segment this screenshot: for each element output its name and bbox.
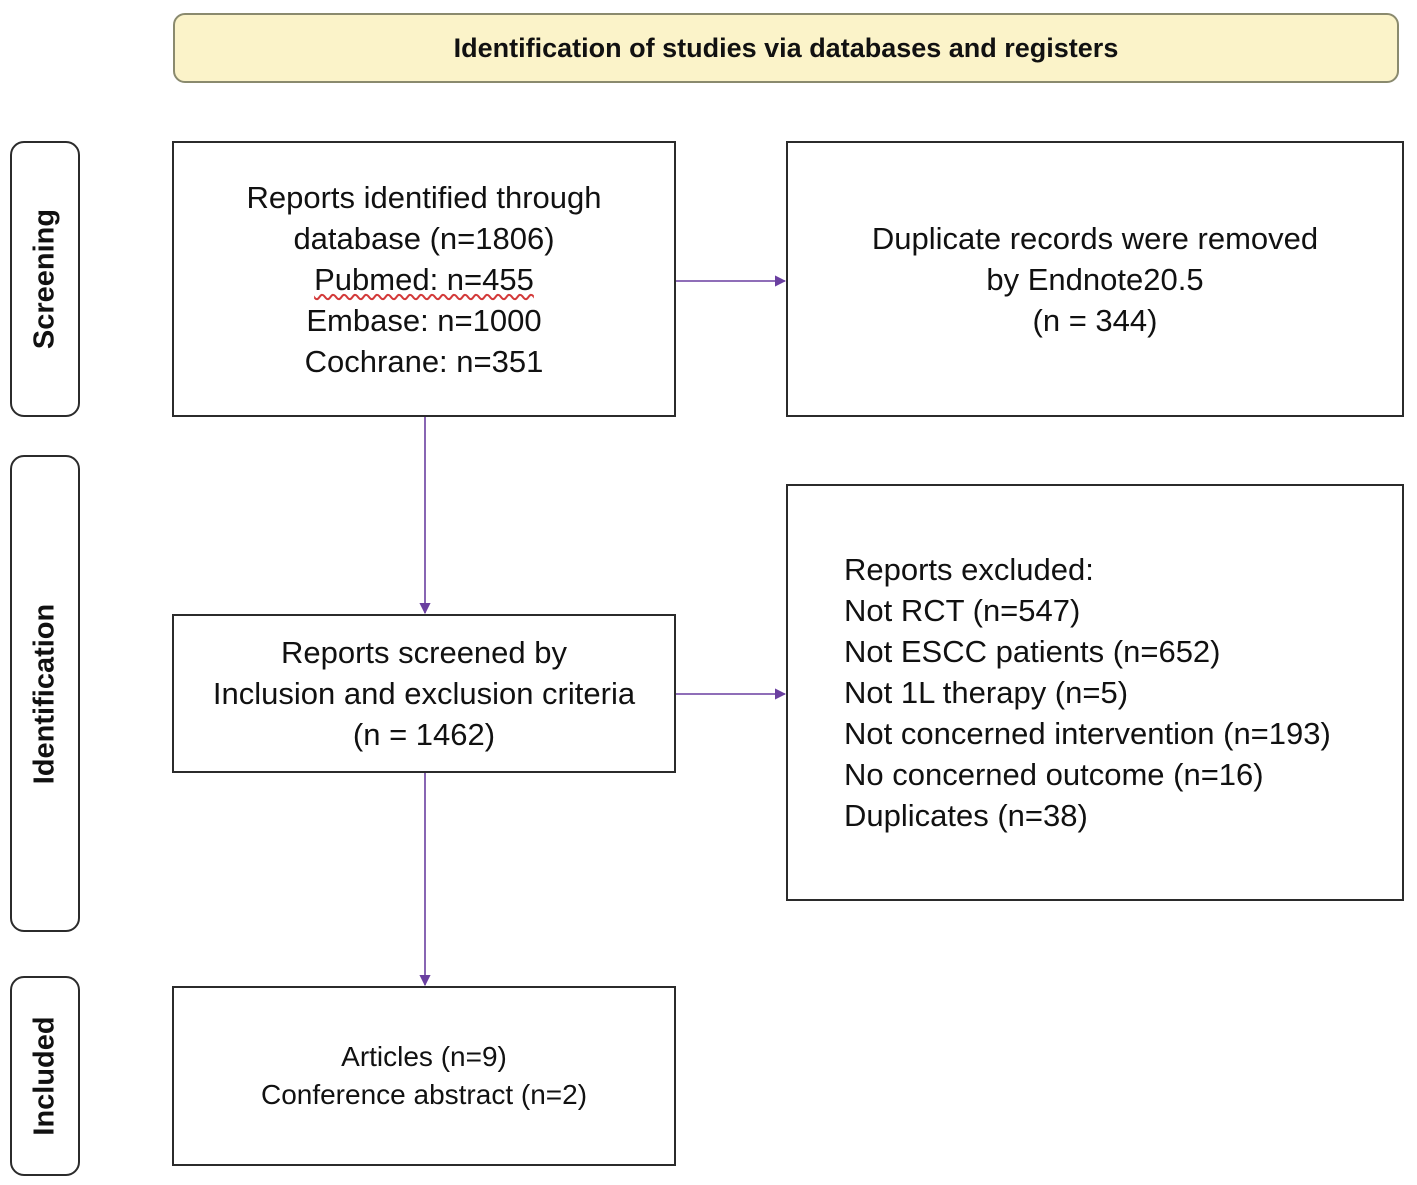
box-line: Conference abstract (n=2) xyxy=(260,1079,588,1110)
box-line: (n = 344) xyxy=(1032,302,1158,338)
box-line: Duplicate records were removed xyxy=(871,220,1319,256)
reports-screened-box: Reports screened by Inclusion and exclus… xyxy=(172,614,676,773)
reports-excluded-box: Reports excluded: Not RCT (n=547) Not ES… xyxy=(786,484,1404,901)
box-line: Reports screened by xyxy=(280,635,568,670)
box-line-pubmed: Pubmed: n=455 xyxy=(314,261,534,297)
header-box: Identification of studies via databases … xyxy=(173,13,1399,83)
box-line: Embase: n=1000 xyxy=(306,302,542,338)
box-line: Articles (n=9) xyxy=(341,1041,507,1072)
box-line: database (n=1806) xyxy=(293,220,555,256)
phase-label-identification: Identification xyxy=(10,455,80,932)
phase-label-screening: Screening xyxy=(10,141,80,417)
box-line: Duplicates (n=38) xyxy=(844,798,1088,833)
box-line: Inclusion and exclusion criteria xyxy=(212,676,636,711)
box-line: Not 1L therapy (n=5) xyxy=(844,675,1129,710)
reports-identified-box: Reports identified through database (n=1… xyxy=(172,141,676,417)
box-line: Reports identified through xyxy=(246,179,602,215)
duplicates-removed-box: Duplicate records were removed by Endnot… xyxy=(786,141,1404,417)
box-line: Cochrane: n=351 xyxy=(304,343,544,379)
box-line: Not concerned intervention (n=193) xyxy=(844,716,1331,751)
box-line: (n = 1462) xyxy=(352,717,496,752)
box-line: No concerned outcome (n=16) xyxy=(844,757,1264,792)
included-studies-box: Articles (n=9) Conference abstract (n=2) xyxy=(172,986,676,1166)
header-title: Identification of studies via databases … xyxy=(453,32,1119,63)
box-line: Reports excluded: xyxy=(844,552,1094,587)
box-line: Not ESCC patients (n=652) xyxy=(844,634,1221,669)
box-line: Not RCT (n=547) xyxy=(844,593,1081,628)
phase-label-included: Included xyxy=(10,976,80,1176)
box-line: by Endnote20.5 xyxy=(986,261,1204,297)
